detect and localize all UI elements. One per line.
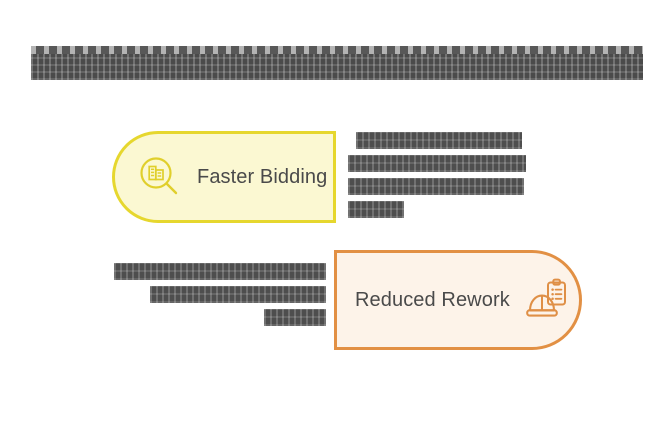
benefit-description-text (347, 223, 348, 224)
redacted-text-line (356, 132, 522, 149)
page-title-ascenders (31, 46, 643, 55)
benefit-description-reduced-rework (114, 263, 326, 332)
redacted-text-line (114, 263, 326, 280)
benefit-card-reduced-rework[interactable]: Reduced Rework (334, 250, 582, 350)
benefit-card-label: Faster Bidding (197, 165, 328, 188)
redacted-text-line (150, 286, 326, 303)
benefit-card-faster-bidding[interactable]: Faster Bidding (112, 131, 336, 223)
redacted-text-line (264, 309, 326, 326)
magnifier-building-icon (137, 155, 181, 199)
redacted-text-line (348, 178, 524, 195)
page-title (31, 46, 643, 82)
redacted-text-line (348, 155, 526, 172)
benefit-card-label: Reduced Rework (355, 288, 510, 311)
redacted-text-line (348, 201, 404, 218)
benefit-description-text (325, 331, 326, 332)
page-title-body (31, 54, 643, 80)
benefit-description-faster-bidding (348, 132, 528, 224)
hardhat-clipboard-icon (524, 277, 570, 323)
